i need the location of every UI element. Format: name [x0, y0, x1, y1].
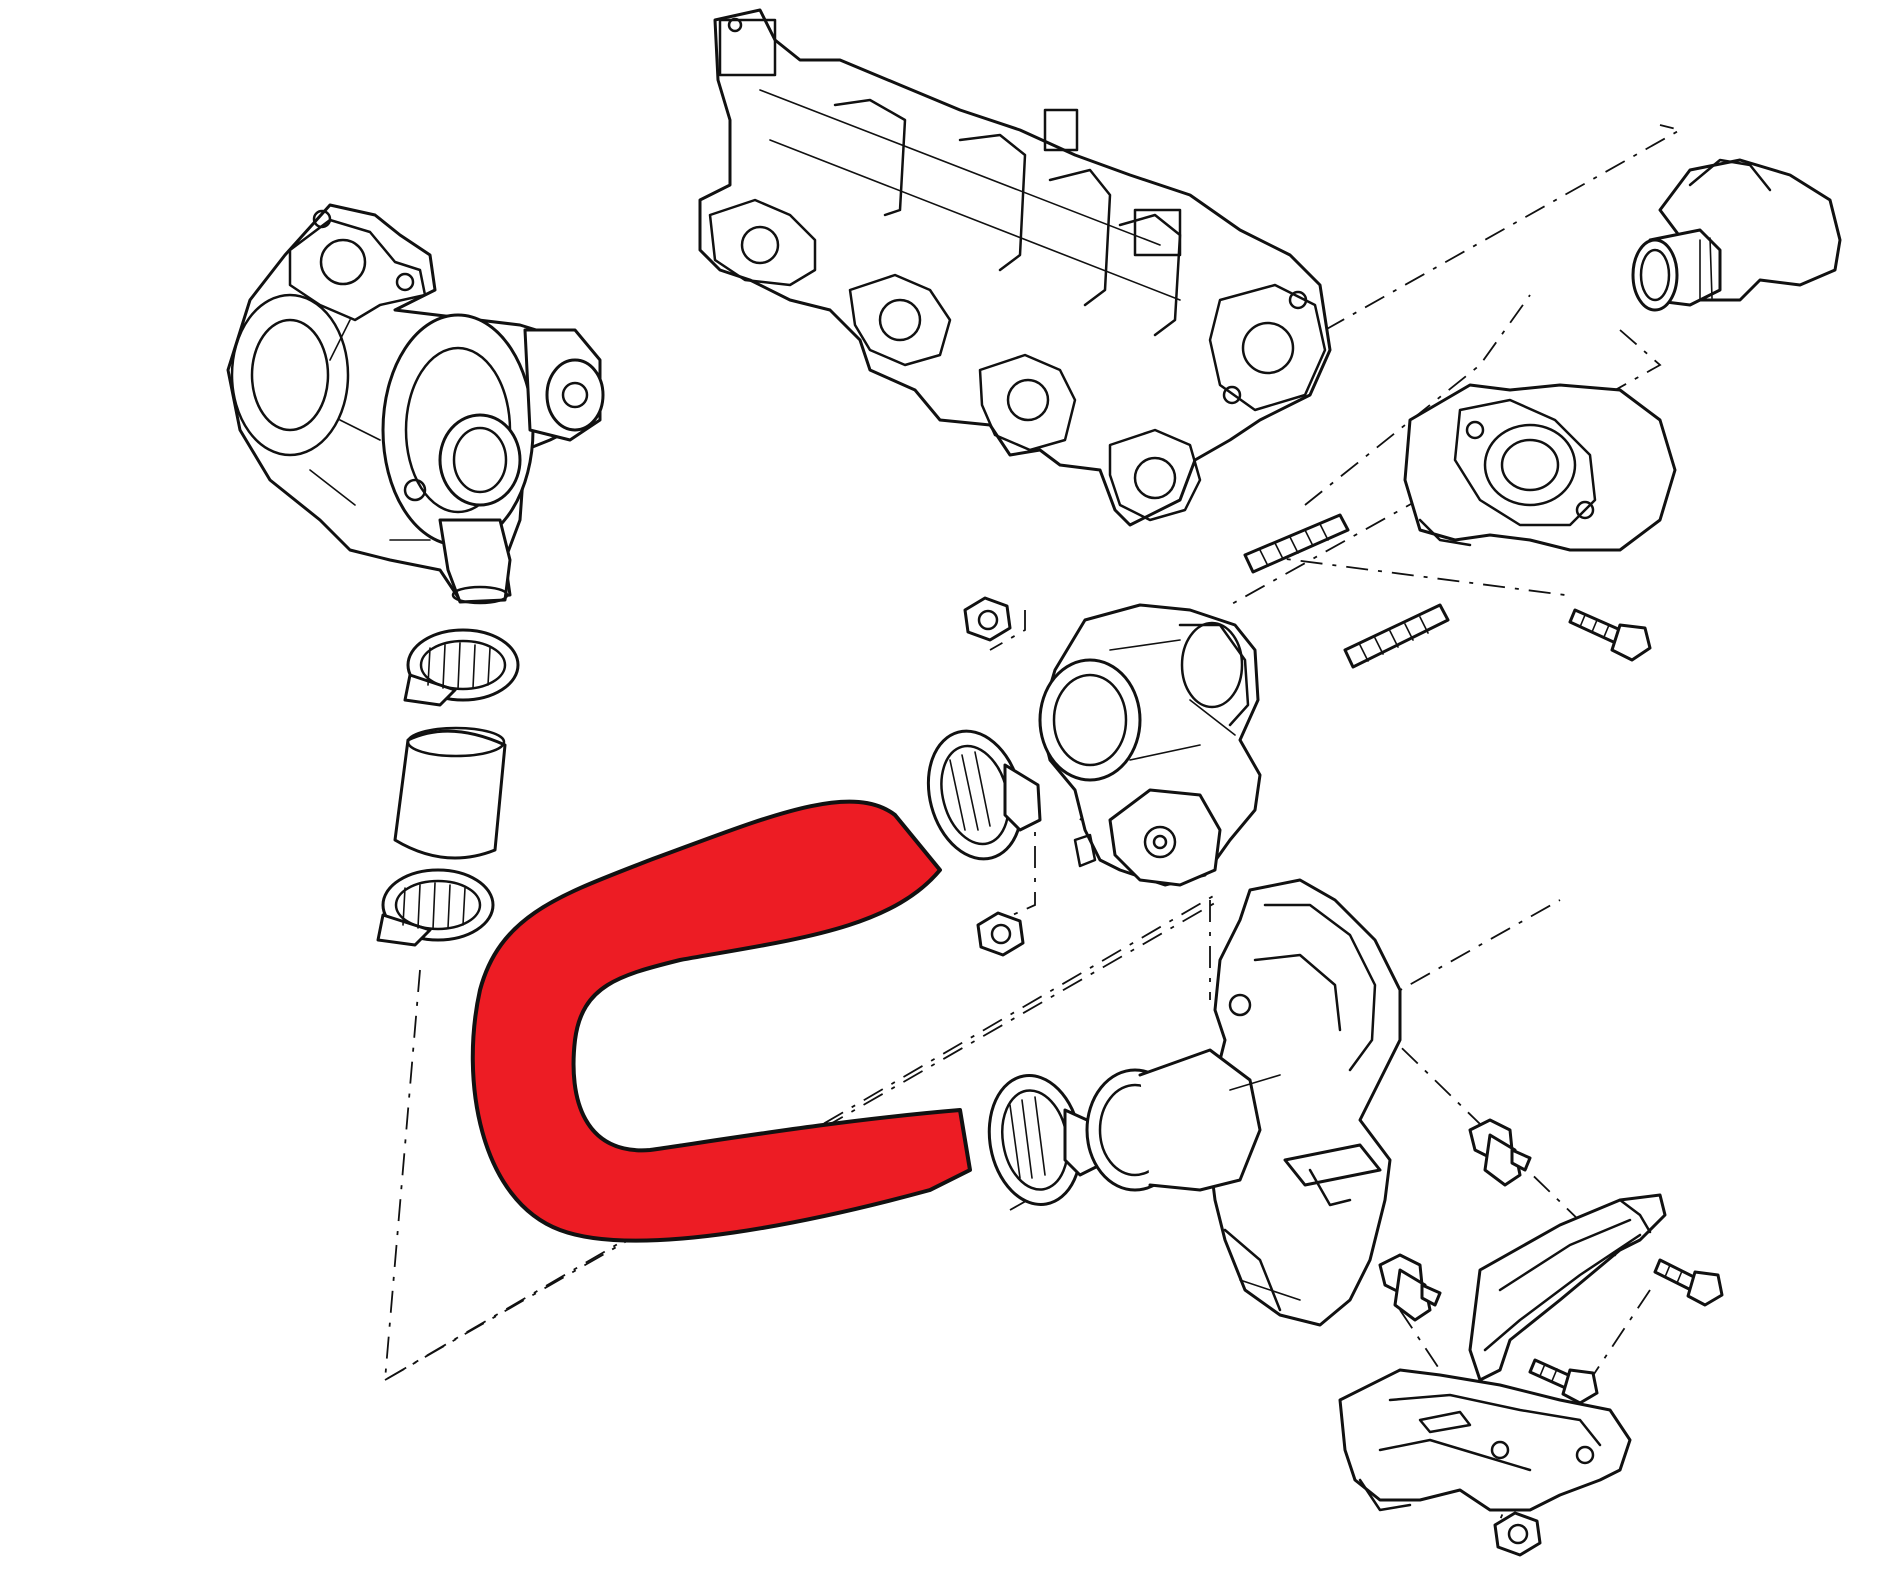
manifold-adapter-flange: [1403, 383, 1677, 552]
bolt: [1528, 1358, 1599, 1405]
u-shaped-intercooler-hose: [470, 799, 972, 1243]
nut: [976, 911, 1025, 957]
threaded-stud: [1243, 513, 1350, 574]
mounting-bracket: [1468, 1193, 1667, 1382]
nut: [1493, 1511, 1542, 1557]
hose-clamp: [376, 868, 495, 947]
hose-clamp: [987, 1074, 1102, 1206]
hose-clamp: [403, 628, 520, 707]
bolt: [1653, 1258, 1724, 1307]
elbow-pipe: [1631, 158, 1842, 312]
flange-bolt: [1568, 608, 1652, 662]
hose-clamp: [926, 729, 1042, 861]
throttle-body-housing: [1038, 603, 1262, 887]
support-bracket: [1338, 1368, 1632, 1512]
nut: [963, 596, 1012, 642]
intake-pipe-elbow: [1085, 878, 1402, 1327]
threaded-stud: [1343, 603, 1450, 669]
sensor: [1378, 1253, 1442, 1322]
turbocharger: [226, 203, 605, 605]
short-hose-sleeve: [393, 726, 507, 860]
sensor: [1468, 1118, 1532, 1187]
intake-manifold: [698, 8, 1332, 527]
